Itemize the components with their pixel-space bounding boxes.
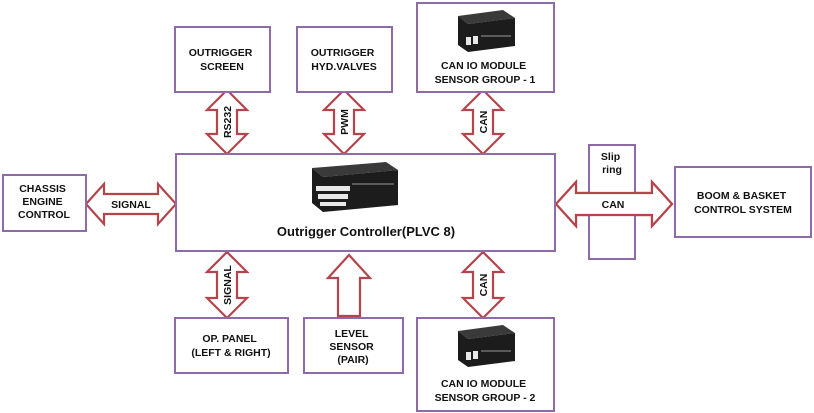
outrigger-valves-line-2: HYD.VALVES: [311, 61, 377, 73]
can-bottom-label: CAN: [478, 274, 490, 297]
svg-text:OUTRIGGER SCREEN: OUTRIGGER SCREEN: [189, 47, 256, 73]
level-sensor-box: [303, 317, 404, 374]
op-panel-line-1: OP. PANEL: [202, 333, 257, 345]
chassis-signal-label: SIGNAL: [111, 199, 151, 211]
outrigger-valves-box: [296, 26, 393, 93]
boom-line-2: CONTROL SYSTEM: [694, 204, 792, 216]
can-top-label: CAN: [478, 111, 490, 134]
chassis-line-1: CHASSIS: [19, 183, 66, 195]
pwm-label: PWM: [339, 109, 351, 135]
boom-can-link-arrow-overlay: [554, 179, 674, 229]
op-panel-signal-link-arrow: [204, 250, 250, 320]
slip-ring-line-2: ring: [602, 164, 622, 176]
level-sensor-line-1: LEVEL: [335, 328, 369, 340]
boom-basket-control-box: [674, 166, 812, 238]
svg-text:CAN IO MODULE SENSOR GROUP: CAN IO MODULE SENSOR GROUP - 2: [435, 378, 536, 404]
chassis-line-2: ENGINE: [22, 196, 62, 208]
rs232-link-arrow: [204, 88, 250, 156]
svg-text:BOOM & BASKET CONTROL SYST: BOOM & BASKET CONTROL SYSTEM: [694, 190, 792, 216]
level-sensor-line-2: SENSOR: [329, 341, 374, 353]
svg-text:OP. PANEL (LEFT & RIGHT): OP. PANEL (LEFT & RIGHT): [191, 333, 270, 359]
can-io-module-2-line-1: CAN IO MODULE: [441, 378, 526, 390]
chassis-engine-control-box: [2, 174, 87, 232]
op-panel-line-2: (LEFT & RIGHT): [191, 347, 270, 359]
svg-text:CHASSIS ENGINE CONTROL: CHASSIS ENGINE CONTROL: [18, 183, 70, 221]
chassis-line-3: CONTROL: [18, 209, 70, 221]
controller-label: Outrigger Controller(PLVC 8): [277, 224, 455, 239]
pwm-link-arrow: [321, 88, 367, 156]
svg-text:CAN IO MODULE SENSOR GROUP: CAN IO MODULE SENSOR GROUP - 1: [435, 60, 536, 86]
can-io-module-1-line-1: CAN IO MODULE: [441, 60, 526, 72]
level-sensor-link-arrow: [325, 253, 373, 318]
can-io-module-2-line-2: SENSOR GROUP - 2: [435, 392, 536, 404]
outrigger-screen-box: [174, 26, 271, 93]
svg-text:OUTRIGGER HYD.VALVES: OUTRIGGER HYD.VALVES: [311, 47, 378, 73]
level-sensor-line-3: (PAIR): [337, 354, 368, 366]
outrigger-screen-line-1: OUTRIGGER: [189, 47, 253, 59]
svg-text:Slip ring: Slip ring: [601, 151, 623, 176]
can-io-module-1-line-2: SENSOR GROUP - 1: [435, 74, 536, 86]
svg-text:LEVEL SENSOR (PAIR): LEVEL SENSOR (PAIR): [329, 328, 376, 366]
op-panel-signal-label: SIGNAL: [222, 265, 234, 305]
boom-can-label: CAN: [602, 199, 625, 211]
outrigger-valves-line-1: OUTRIGGER: [311, 47, 375, 59]
rs232-label: RS232: [222, 106, 234, 138]
can-bottom-link-arrow: [460, 250, 506, 320]
can-io-module-2-icon: [458, 325, 515, 367]
boom-line-1: BOOM & BASKET: [697, 190, 787, 202]
outrigger-screen-line-2: SCREEN: [200, 61, 244, 73]
can-top-link-arrow: [460, 88, 506, 156]
can-io-module-1-icon: [458, 10, 515, 52]
controller-module-icon: [312, 162, 398, 212]
op-panel-box: [174, 317, 289, 374]
slip-ring-line-1: Slip: [601, 151, 620, 163]
